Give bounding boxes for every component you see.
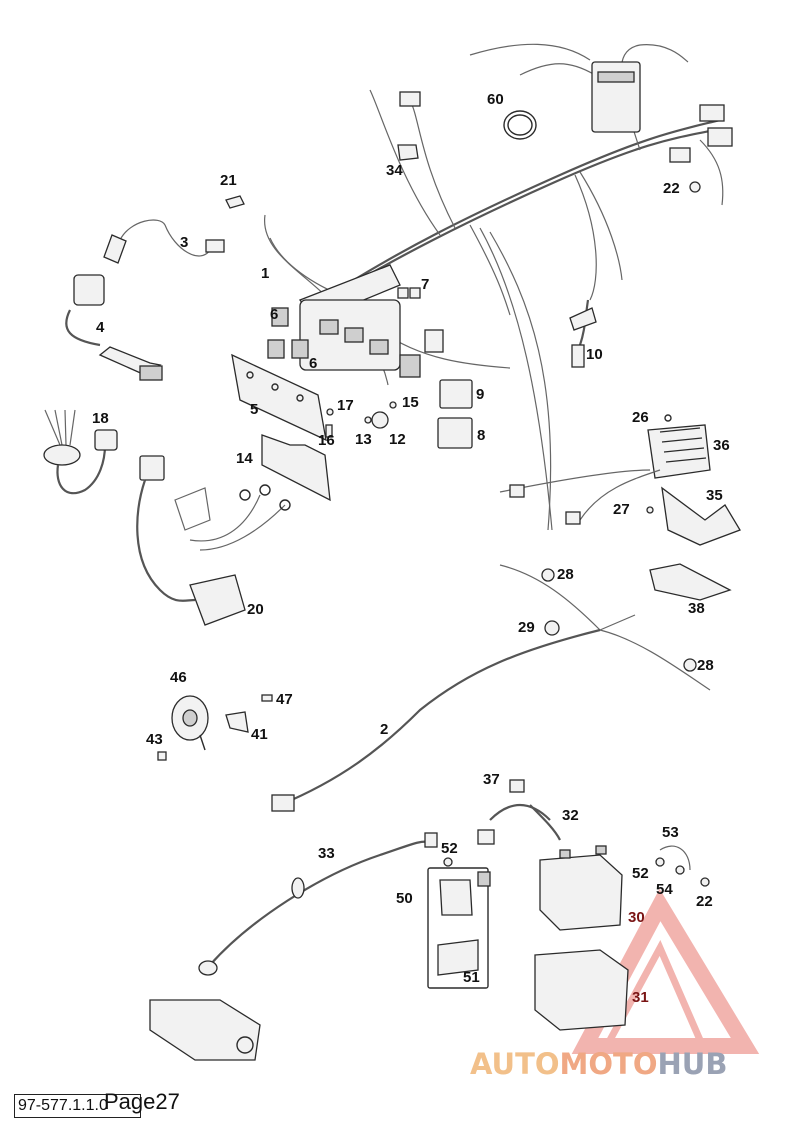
callout-37: 37 — [483, 771, 500, 788]
washer-13 — [364, 416, 372, 424]
callout-54: 54 — [656, 881, 673, 898]
callout-36: 36 — [713, 437, 730, 454]
nut-52b — [655, 857, 665, 867]
page-label: Page27 — [104, 1089, 180, 1114]
callout-22b: 22 — [696, 893, 713, 910]
callout-5: 5 — [250, 401, 259, 418]
callout-14: 14 — [236, 450, 253, 467]
cable-2 — [279, 628, 601, 807]
bulb-21 — [225, 195, 245, 209]
callout-21: 21 — [220, 172, 237, 189]
callout-30: 30 — [628, 909, 645, 926]
battery-cables-32 — [477, 779, 561, 845]
callout-32: 32 — [562, 807, 579, 824]
watermark-part-b: MOTO — [559, 1047, 658, 1081]
callout-20: 20 — [247, 601, 264, 618]
battery-box-31 — [534, 949, 629, 1031]
callout-1: 1 — [261, 265, 270, 282]
callout-6a: 6 — [270, 306, 279, 323]
main-wiring-harness — [264, 43, 733, 531]
callout-7: 7 — [421, 276, 430, 293]
callout-31: 31 — [632, 989, 649, 1006]
callout-41: 41 — [251, 726, 268, 743]
sensor-cable-3 — [103, 219, 225, 264]
washer-17 — [326, 408, 334, 416]
terminal-53 — [659, 845, 691, 871]
callout-16: 16 — [318, 432, 335, 449]
bracket-14 — [261, 434, 331, 502]
callout-9: 9 — [476, 386, 485, 403]
callout-47: 47 — [276, 691, 293, 708]
callout-26: 26 — [632, 409, 649, 426]
callout-28b: 28 — [697, 657, 714, 674]
cable-ring — [503, 110, 537, 140]
screw-47 — [261, 694, 273, 702]
sub-harness — [499, 564, 711, 691]
callout-33: 33 — [318, 845, 335, 862]
sensor-10 — [569, 299, 597, 368]
callout-13: 13 — [355, 431, 372, 448]
handlebar-switch-20 — [136, 455, 291, 626]
relay-holder-8 — [437, 417, 473, 449]
watermark-text: AUTOMOTOHUB — [470, 1048, 727, 1080]
bolt-16 — [325, 424, 333, 438]
callout-29: 29 — [518, 619, 535, 636]
screw-27 — [646, 506, 654, 514]
watermark-part-c: HUB — [657, 1047, 728, 1081]
relay-plate-5 — [231, 307, 327, 442]
connector-set-18 — [43, 409, 118, 495]
callout-3: 3 — [180, 234, 189, 251]
callout-51: 51 — [463, 969, 480, 986]
callout-60: 60 — [487, 91, 504, 108]
callout-8: 8 — [477, 427, 486, 444]
callout-22a: 22 — [663, 180, 680, 197]
callout-35: 35 — [706, 487, 723, 504]
callout-53: 53 — [662, 824, 679, 841]
starter-relay-50-51 — [427, 867, 491, 989]
nut-43 — [157, 751, 167, 761]
callout-27: 27 — [613, 501, 630, 518]
screw-22b — [700, 877, 710, 887]
relay-9 — [439, 379, 473, 409]
callout-10: 10 — [586, 346, 603, 363]
callout-46: 46 — [170, 669, 187, 686]
bracket-41 — [225, 711, 249, 733]
switch-4 — [65, 274, 163, 381]
callout-52b: 52 — [632, 865, 649, 882]
fuse-7 — [397, 287, 409, 299]
nut-52a — [443, 857, 453, 867]
battery-30 — [539, 845, 623, 931]
watermark-part-a: AUTO — [470, 1047, 560, 1081]
callout-34: 34 — [386, 162, 403, 179]
callout-50: 50 — [396, 890, 413, 907]
callout-17: 17 — [337, 397, 354, 414]
callout-6b: 6 — [309, 355, 318, 372]
regulator-36 — [499, 414, 711, 525]
cap-12 — [371, 411, 389, 429]
drawing-code: 97-577.1.1.0 — [14, 1094, 141, 1118]
callout-52a: 52 — [441, 840, 458, 857]
washer-54 — [675, 865, 685, 875]
callout-38: 38 — [688, 600, 705, 617]
nut-15 — [389, 401, 397, 409]
callout-15: 15 — [402, 394, 419, 411]
screw-22 — [689, 181, 701, 193]
callout-43: 43 — [146, 731, 163, 748]
bracket-35 — [661, 486, 741, 546]
callout-12: 12 — [389, 431, 406, 448]
pad-38 — [649, 563, 732, 601]
callout-4: 4 — [96, 319, 105, 336]
horn-46 — [171, 695, 209, 751]
clip-34 — [397, 144, 419, 161]
starter-cable-33 — [149, 832, 438, 1061]
callout-18: 18 — [92, 410, 109, 427]
callout-2: 2 — [380, 721, 389, 738]
callout-28a: 28 — [557, 566, 574, 583]
